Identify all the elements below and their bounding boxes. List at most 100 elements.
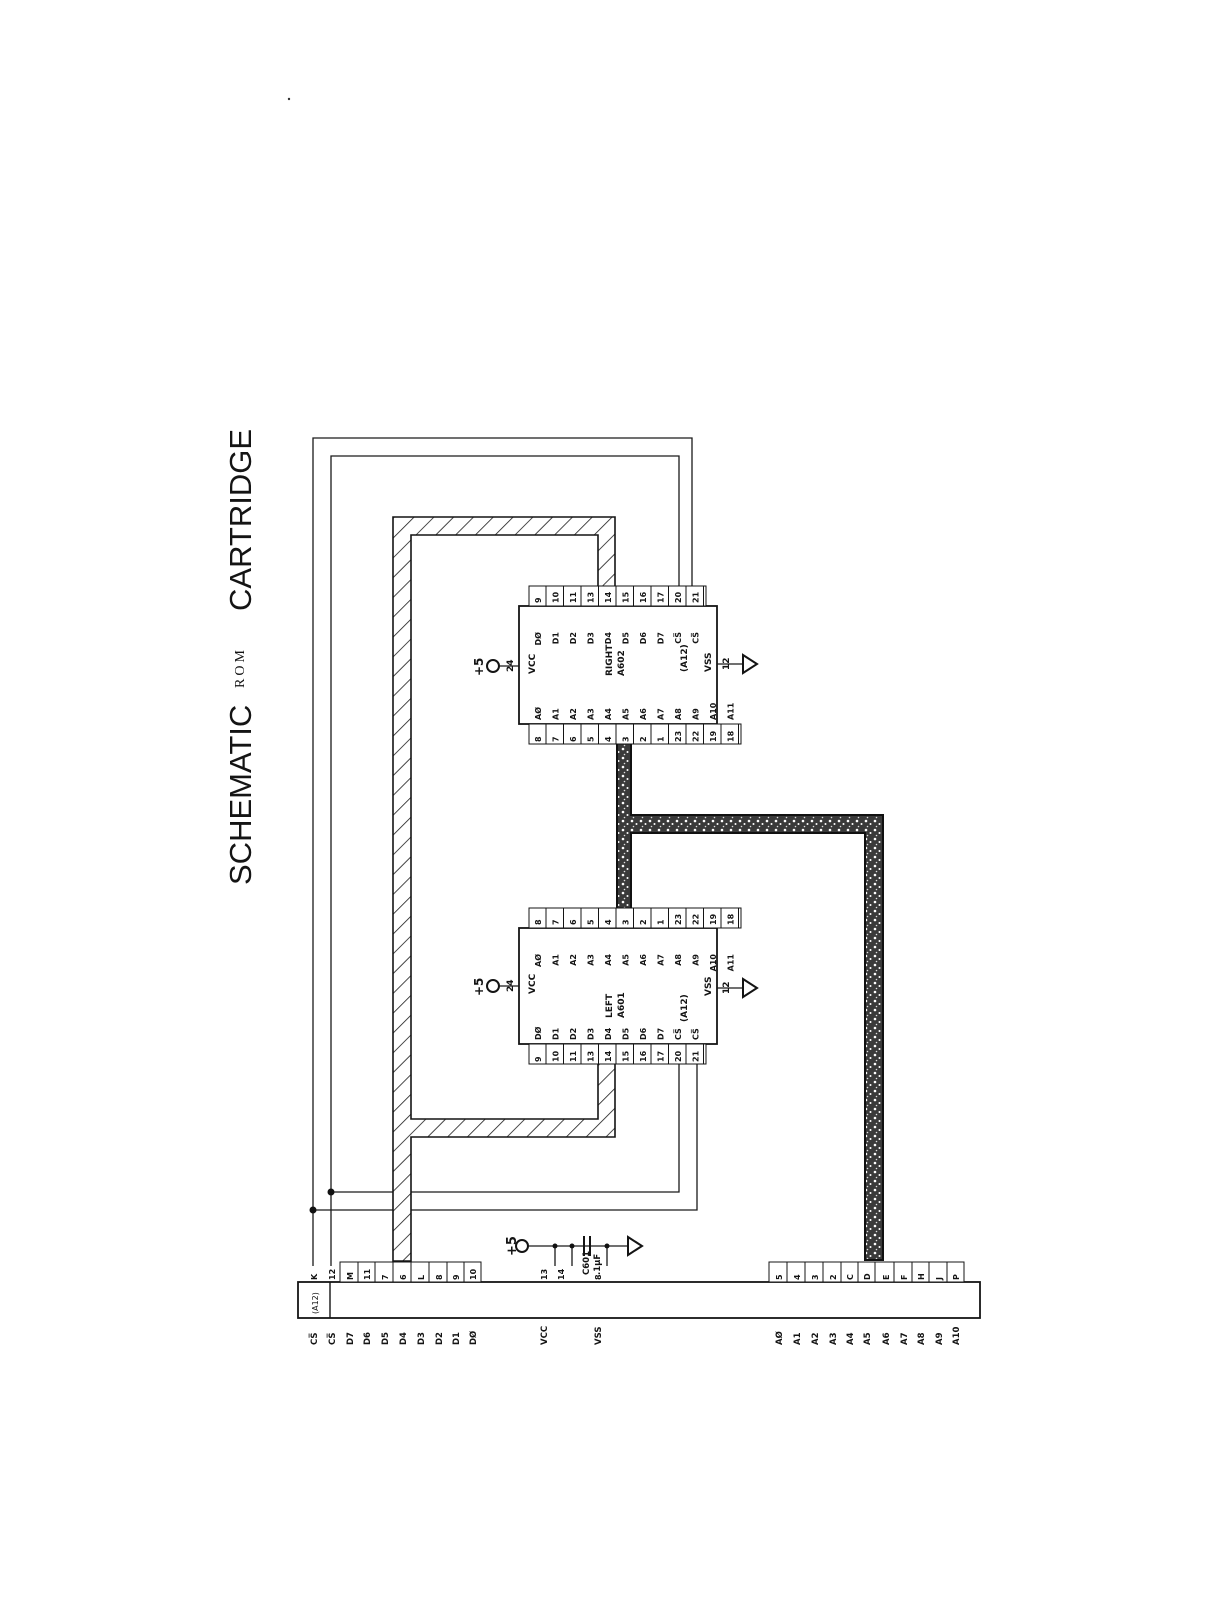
vcc-terminal	[486, 979, 500, 993]
chip-signal-label: A6	[639, 954, 648, 966]
connector-pin-number: L	[417, 1275, 426, 1280]
chip-pin-number: 14	[604, 1050, 613, 1062]
chip-signal-label: A7	[657, 954, 666, 966]
chip-pin-strip	[528, 585, 707, 607]
connector-pin-number: D	[863, 1273, 872, 1280]
vss-pin-number: 12	[722, 981, 732, 994]
connector-signal-label: VSS	[594, 1327, 604, 1345]
capacitor-value: .1μF	[593, 1254, 603, 1275]
chip-part-number: A602	[617, 650, 627, 676]
connector-signal-label: A10	[952, 1327, 962, 1345]
chip-signal-label: A6	[639, 708, 648, 720]
chip-pin-number: 3	[622, 736, 631, 742]
connector-signal-label: D7	[346, 1332, 356, 1345]
chip-pin-number: 6	[569, 736, 578, 742]
chip-signal-label: A4	[604, 954, 613, 966]
chip-pin-number: 7	[552, 919, 561, 925]
connector-signal-label: D6	[363, 1332, 373, 1345]
chip-signal-label: D5	[622, 632, 631, 645]
chip-pin-number: 6	[569, 919, 578, 925]
connector-signal-label: A4	[846, 1332, 856, 1345]
chip-pin-number: 13	[587, 592, 596, 603]
edge-connector: (A12)	[297, 1281, 981, 1319]
connector-pin-number: 8	[594, 1274, 603, 1280]
chip-signal-label: A10	[709, 954, 718, 972]
power-plus5-label: +5	[505, 1236, 520, 1256]
chip-signal-label: DØ	[533, 1026, 543, 1040]
data-bus	[392, 516, 616, 1262]
connector-pin-number: 11	[363, 1268, 372, 1280]
chip-pin-number: 14	[604, 591, 613, 603]
connector-pin-number: 8	[435, 1274, 444, 1280]
chip-signal-label: CS̅	[690, 632, 700, 644]
chip-signal-label: A8	[674, 954, 683, 966]
connector-pin-number: F	[900, 1275, 909, 1280]
chip-pin-number: 1	[657, 919, 666, 925]
chip-pin-strip	[528, 907, 742, 929]
connector-signal-label: D3	[417, 1332, 427, 1345]
connector-pin-number: 5	[775, 1274, 784, 1280]
connector-signal-label: A9	[935, 1332, 945, 1345]
chip-signal-label: A1	[552, 954, 561, 966]
connector-signal-label: A1	[793, 1332, 803, 1345]
chip-signal-label: AØ	[533, 707, 543, 720]
chip-signal-label: A5	[622, 954, 631, 966]
chip-pin-number: 13	[587, 1051, 596, 1062]
chip-pin-number: 11	[569, 591, 578, 603]
chip-pin-number: 23	[674, 731, 683, 742]
chip-part-number: A601	[617, 992, 627, 1018]
chip-signal-label: D2	[569, 632, 578, 644]
connector-signal-label: CS̅	[308, 1332, 320, 1345]
connector-pin-number: 6	[399, 1274, 408, 1280]
chip-pin-number: 4	[604, 919, 613, 925]
chip-signal-label: CS̅	[673, 1028, 683, 1040]
chip-name: LEFT	[605, 993, 615, 1018]
chip-pin-number: 18	[727, 730, 736, 742]
junction-dot	[309, 1206, 317, 1214]
vss-pin-number: 12	[722, 657, 732, 670]
chip-signal-label: D1	[552, 632, 561, 645]
chip-signal-label: D4	[604, 1027, 613, 1040]
right-rom-chip: 9DØ10D111D213D314D415D516D617D720CS̅21CS…	[472, 585, 759, 745]
chip-signal-label: D7	[657, 632, 666, 644]
connector-pin-number: 10	[469, 1268, 478, 1280]
plus5-label: +5	[472, 978, 486, 996]
connector-signal-label: DØ	[468, 1331, 479, 1345]
connector-pin-number: 12	[328, 1269, 337, 1280]
chip-pin-number: 11	[569, 1050, 578, 1062]
connector-pin-number: 3	[811, 1274, 820, 1280]
connector-pin-number: 13	[540, 1269, 549, 1280]
chip-pin-number: 8	[534, 736, 543, 742]
ground-symbol	[742, 653, 759, 675]
chip-pin-number: 4	[604, 736, 613, 742]
chip-signal-label: A1	[552, 708, 561, 720]
chip-signal-label: A11	[727, 954, 736, 972]
chip-pin-number: 20	[674, 591, 683, 603]
chip-pin-number: 8	[534, 919, 543, 925]
chip-signal-label: A2	[569, 954, 578, 966]
chip-name: RIGHT	[605, 644, 615, 676]
title-schematic: SCHEMATIC	[223, 705, 258, 885]
chip-pin-number: 20	[674, 1050, 683, 1062]
cs-wire-outer	[312, 437, 693, 1266]
connector-signal-label: A7	[900, 1332, 910, 1345]
connector-pin-number: 2	[829, 1274, 838, 1280]
connector-signal-label: VCC	[540, 1326, 550, 1345]
chip-pin-number: 15	[622, 591, 631, 603]
chip-pin-number: 22	[692, 914, 701, 925]
connector-pin-number: H	[917, 1273, 926, 1280]
connector-signal-label: D4	[399, 1332, 409, 1345]
chip-pin-number: 2	[639, 736, 648, 742]
chip-signal-label: DØ	[533, 632, 543, 646]
chip-pin-number: 5	[587, 919, 596, 925]
vcc-pin-number: 24	[506, 659, 516, 672]
chip-pin-number: 21	[692, 1050, 701, 1062]
chip-pin-number: 15	[622, 1050, 631, 1062]
chip-pin-number: 17	[657, 592, 666, 603]
connector-signal-label: A6	[882, 1332, 892, 1345]
chip-pin-number: 17	[657, 1051, 666, 1062]
chip-signal-label: A3	[587, 708, 596, 720]
chip-signal-label: A5	[622, 708, 631, 720]
vss-label: VSS	[704, 976, 714, 996]
chip-pin-number: 10	[552, 1050, 561, 1062]
